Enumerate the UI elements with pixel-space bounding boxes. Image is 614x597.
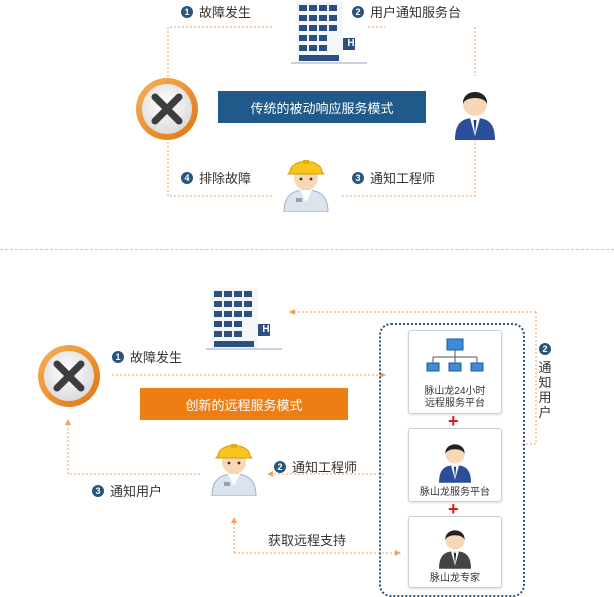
server-network-icon: [425, 337, 485, 377]
section-divider: [0, 249, 614, 250]
step-badge: 2: [539, 343, 551, 355]
step-label: 故障发生: [130, 350, 183, 365]
step-label: 通知工程师: [292, 460, 358, 475]
plus-icon: +: [448, 411, 459, 431]
step-badge: 4: [181, 171, 193, 184]
remote-support-label: 获取远程支持: [268, 533, 347, 548]
top-step-1: 1 故障发生: [181, 2, 251, 21]
step-badge: 3: [92, 484, 104, 497]
step-badge: 1: [181, 5, 193, 18]
line-platform-notify-user: [521, 312, 537, 445]
building-h-mark: H: [262, 324, 270, 335]
top-line-1: [167, 26, 272, 80]
step-label: 通知用户: [110, 484, 163, 499]
top-step-2: 2 用户通知服务台: [352, 2, 461, 21]
step-badge: 1: [112, 350, 124, 363]
user-icon: [435, 433, 475, 483]
step-label: 故障发生: [199, 5, 252, 20]
step-label: 通知工程师: [370, 171, 436, 186]
expert-user-icon: [435, 519, 475, 569]
banner-label: 创新的远程服务模式: [185, 397, 303, 413]
step-label: 用户通知服务台: [370, 5, 462, 20]
top-step-4: 4 排除故障: [181, 168, 251, 187]
card-label: 脉山龙24小时 远程服务平台: [424, 386, 486, 409]
step-badge: 2: [352, 5, 364, 18]
building-icon: H: [291, 0, 367, 70]
card-label: 脉山龙服务平台: [420, 487, 490, 498]
step-badge: 2: [274, 460, 286, 473]
plus-icon: +: [448, 499, 459, 519]
bottom-step-3: 3 通知用户: [92, 481, 162, 500]
traditional-mode-banner: 传统的被动响应服务模式: [218, 91, 426, 123]
step-label: 排除故障: [199, 171, 252, 186]
platform-card-expert: 脉山龙专家: [408, 516, 502, 588]
platform-card-24h: 脉山龙24小时 远程服务平台: [408, 330, 502, 414]
top-line-3: [340, 135, 476, 197]
vertical-notify-user-label: 通知用户: [538, 360, 552, 420]
line-engineer-to-user: [65, 419, 200, 475]
banner-label: 传统的被动响应服务模式: [250, 100, 394, 116]
building-h-mark: H: [347, 38, 355, 49]
remote-mode-banner: 创新的远程服务模式: [140, 388, 348, 420]
card-label: 脉山龙专家: [430, 573, 480, 584]
bottom-step-1: 1 故障发生: [112, 347, 182, 366]
bottom-step-2: 2 通知工程师: [274, 457, 357, 476]
platform-card-service: 脉山龙服务平台: [408, 428, 502, 502]
top-line-4: [167, 140, 272, 197]
step-badge: 3: [352, 171, 364, 184]
building-icon: H: [206, 286, 282, 356]
top-flow-lines: [167, 26, 476, 197]
engineer-icon: [204, 434, 264, 496]
error-x-icon: [36, 343, 102, 409]
top-step-3: 3 通知工程师: [352, 168, 435, 187]
